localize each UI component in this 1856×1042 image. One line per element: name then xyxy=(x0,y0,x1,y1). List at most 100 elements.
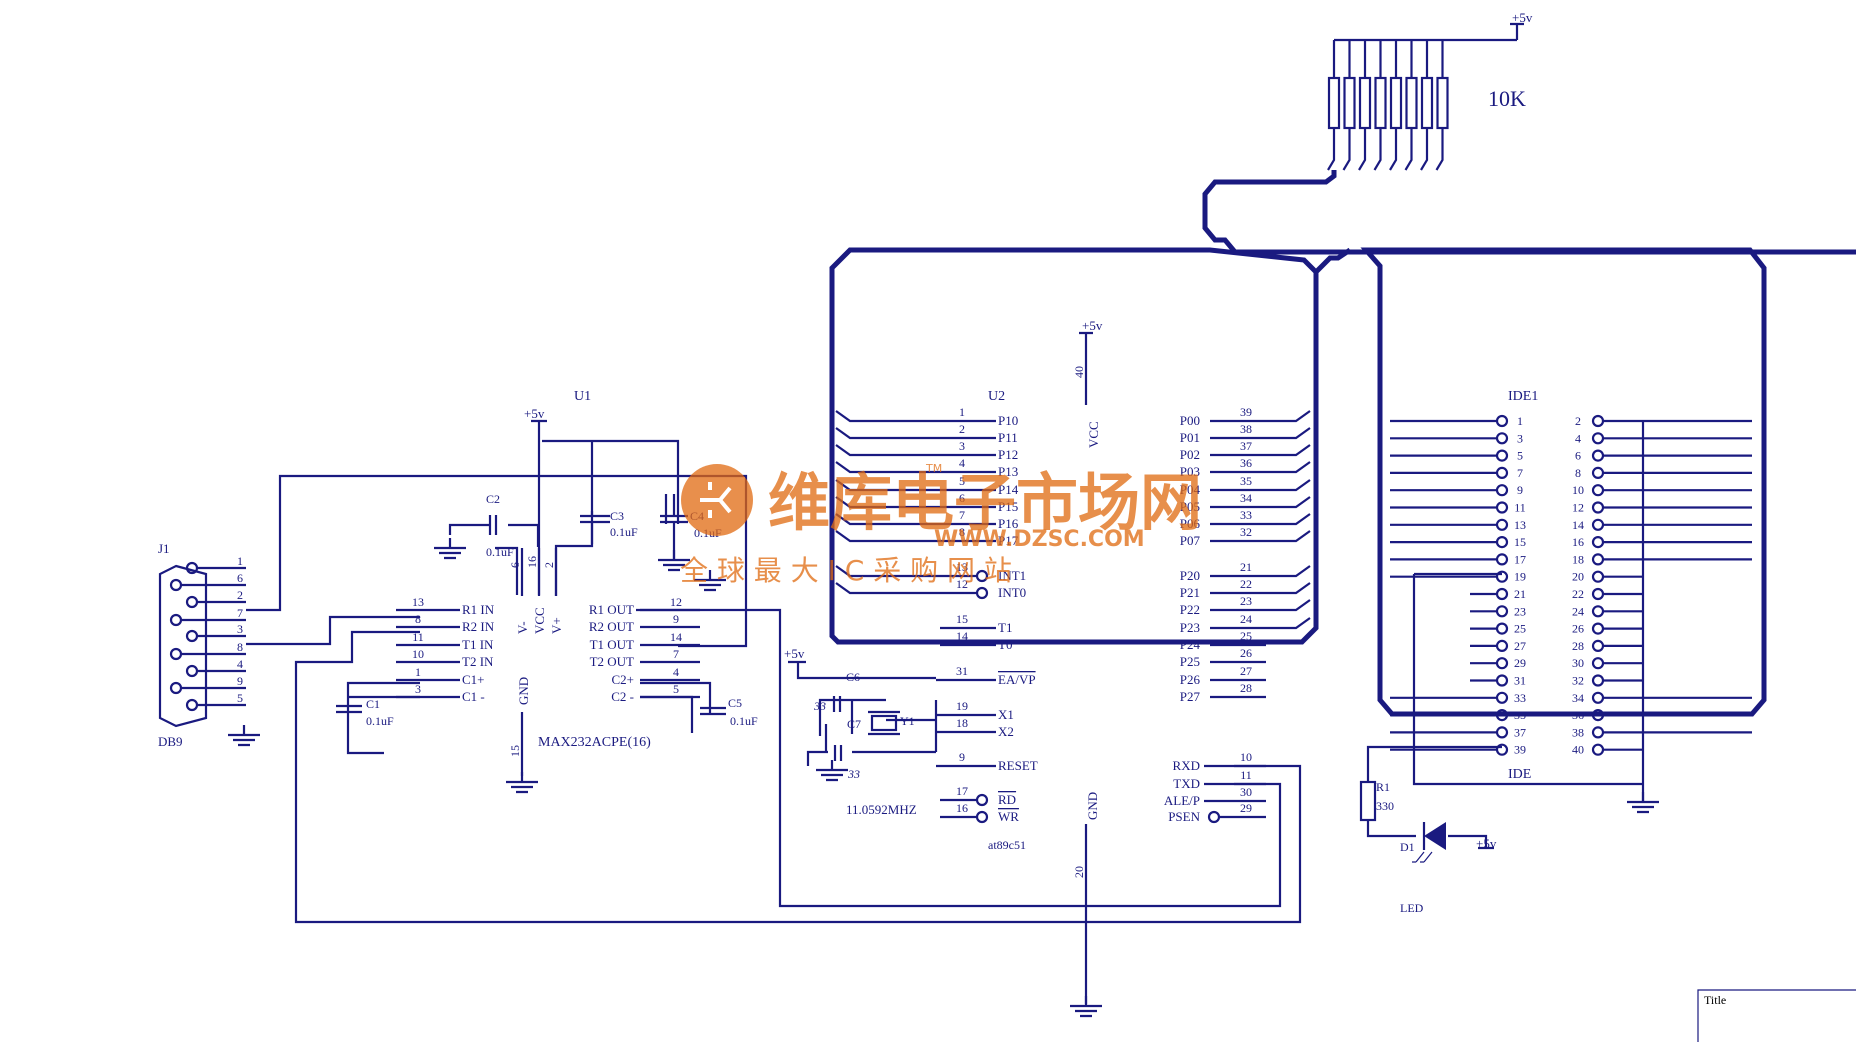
j1-pin-dot xyxy=(169,613,183,627)
ide-odd-pin-dot xyxy=(1495,535,1509,549)
ide-odd-pin-num: 33 xyxy=(1514,691,1526,705)
ide-odd-pin-dot xyxy=(1495,466,1509,479)
u2-left-pin-name: EA/VP xyxy=(998,672,1036,687)
ide-odd-pin-dot xyxy=(1495,657,1509,670)
u2-right-pin-name: P22 xyxy=(1180,602,1200,617)
ide-even-pin-dot xyxy=(1591,432,1605,445)
u1-top-pin-name: V+ xyxy=(549,617,564,634)
ide-even-pin-num: 32 xyxy=(1572,674,1584,688)
rpack-resistor xyxy=(1343,76,1356,130)
j1-pin-dot xyxy=(185,595,199,609)
ide-even-pin-dot xyxy=(1591,535,1605,549)
ide-even-pin-dot xyxy=(1591,674,1605,687)
u2-left-pin-num: 17 xyxy=(956,784,968,798)
u2-left-pin-name: P16 xyxy=(998,516,1019,531)
ide-odd-pin-num: 13 xyxy=(1514,518,1526,532)
u2-right-pin-num: 21 xyxy=(1240,560,1252,574)
u1-left-pin-num: 13 xyxy=(412,595,424,609)
u2-left-pin-num: 16 xyxy=(956,801,968,815)
u2-gnd-label: GND xyxy=(1085,792,1100,820)
u2-right-pin-name: P24 xyxy=(1180,637,1201,652)
ide-odd-pin-num: 35 xyxy=(1514,708,1526,722)
u2-vcc-pin-num: 40 xyxy=(1072,366,1086,378)
u2-right-pin-num: 32 xyxy=(1240,525,1252,539)
y1-ref: Y1 xyxy=(900,714,915,728)
u2-left-pin-num: 18 xyxy=(956,716,968,730)
ide-even-pin-dot xyxy=(1591,726,1605,739)
ide-even-pin-dot xyxy=(1591,605,1605,618)
ide-odd-pin-dot xyxy=(1495,501,1509,514)
u2-right-pin-name: P05 xyxy=(1180,499,1200,514)
u1-right-pin-num: 9 xyxy=(673,612,679,626)
j1-pin-dot xyxy=(169,681,183,695)
ide-odd-pin-dot xyxy=(1495,726,1509,739)
ide-odd-pin-dot xyxy=(1495,432,1509,445)
u1-right-pin-num: 4 xyxy=(673,665,679,679)
u2-right-pin-num: 26 xyxy=(1240,646,1252,660)
u2-left-pin-num: 9 xyxy=(959,750,965,764)
u1-right-pin-num: 12 xyxy=(670,595,682,609)
u2-right-pin-name: RXD xyxy=(1173,758,1200,773)
u2-left-pin-name: P17 xyxy=(998,533,1019,548)
ide-odd-pin-num: 3 xyxy=(1517,431,1523,445)
j1-pin-num: 2 xyxy=(237,588,243,602)
u2-right-pin-name: P01 xyxy=(1180,430,1200,445)
j1-pin-dot xyxy=(185,629,199,643)
ground-icon xyxy=(658,550,690,572)
ide-even-pin-dot xyxy=(1591,518,1605,531)
ide-odd-pin-num: 19 xyxy=(1514,570,1526,584)
ide-bus xyxy=(1360,247,1767,717)
led-supply: +5v xyxy=(1476,836,1497,851)
u2-right-pin-num: 27 xyxy=(1240,664,1252,678)
ide-even-pin-num: 34 xyxy=(1572,691,1584,705)
u2-right-pin-name: P02 xyxy=(1180,447,1200,462)
u2-right-pin-num: 29 xyxy=(1240,801,1252,815)
u1-top-pin-name: VCC xyxy=(532,607,547,634)
ide-connector: IDE1 IDE 1357911131517192123252729313335… xyxy=(1390,389,1752,802)
u2-left-pin-num: 19 xyxy=(956,699,968,713)
ide-odd-pin-dot xyxy=(1495,414,1509,428)
u2-left-pin-name: T0 xyxy=(998,637,1012,652)
u1-left-pin-name: C1 - xyxy=(462,689,485,704)
c1-value: 0.1uF xyxy=(366,714,394,728)
j1-pin-num: 1 xyxy=(237,554,243,568)
ide-even-pin-dot xyxy=(1591,639,1605,653)
u2-left-pin-num: 14 xyxy=(956,629,968,643)
ide-odd-pin-num: 17 xyxy=(1514,552,1526,566)
u2-right-pin-num: 37 xyxy=(1240,439,1252,453)
ide-even-pin-dot xyxy=(1591,484,1605,497)
u2-right-pin-num: 36 xyxy=(1240,456,1252,470)
u1-right-pin-num: 14 xyxy=(670,630,682,644)
u2-left-pin-num: 13 xyxy=(956,560,968,574)
ground-icon xyxy=(1070,996,1102,1018)
u2-left-pin-name: P11 xyxy=(998,430,1018,445)
ide-even-pin-num: 4 xyxy=(1575,431,1581,445)
ea-supply: +5v xyxy=(784,646,805,661)
c3-ref: C3 xyxy=(610,509,624,523)
title-label: Title xyxy=(1704,993,1726,1007)
resistor-pack: +5v 10K xyxy=(1202,10,1856,255)
u1-right-pin-num: 7 xyxy=(673,647,679,661)
u2-left-pin-num: 12 xyxy=(956,577,968,591)
ide-odd-pin-num: 7 xyxy=(1517,466,1523,480)
ground-icon xyxy=(228,725,260,747)
watermark: 维库电子市场网 TM WWW.DZSC.COM 全 球 最 大 I C 采 购 … xyxy=(680,462,1202,587)
ide-even-pin-num: 30 xyxy=(1572,656,1584,670)
watermark-tm: TM xyxy=(925,462,942,475)
u2-mcu: U2 at89c51 +5v 40 VCC GND 20 1P102P113P1… xyxy=(835,318,1311,1004)
u1-right-pin-name: R1 OUT xyxy=(589,602,634,617)
ide-odd-pin-dot xyxy=(1495,605,1509,618)
j1-ref: J1 xyxy=(158,541,170,556)
u1-top-pin-num: 16 xyxy=(525,556,539,568)
u1-capacitors: C2 0.1uF C3 0.1uF C4 0.1uF C1 0.1uF C5 0… xyxy=(336,489,758,755)
rpack-resistor xyxy=(1358,76,1372,130)
ground-symbols xyxy=(228,538,1659,1018)
ide-odd-pin-dot xyxy=(1495,518,1509,531)
u1-right-pin-name: T1 OUT xyxy=(590,637,634,652)
watermark-tagline: 全 球 最 大 I C 采 购 网 站 xyxy=(680,554,1012,587)
u2-right-pin-num: 25 xyxy=(1240,629,1252,643)
u1-right-pin-num: 5 xyxy=(673,682,679,696)
